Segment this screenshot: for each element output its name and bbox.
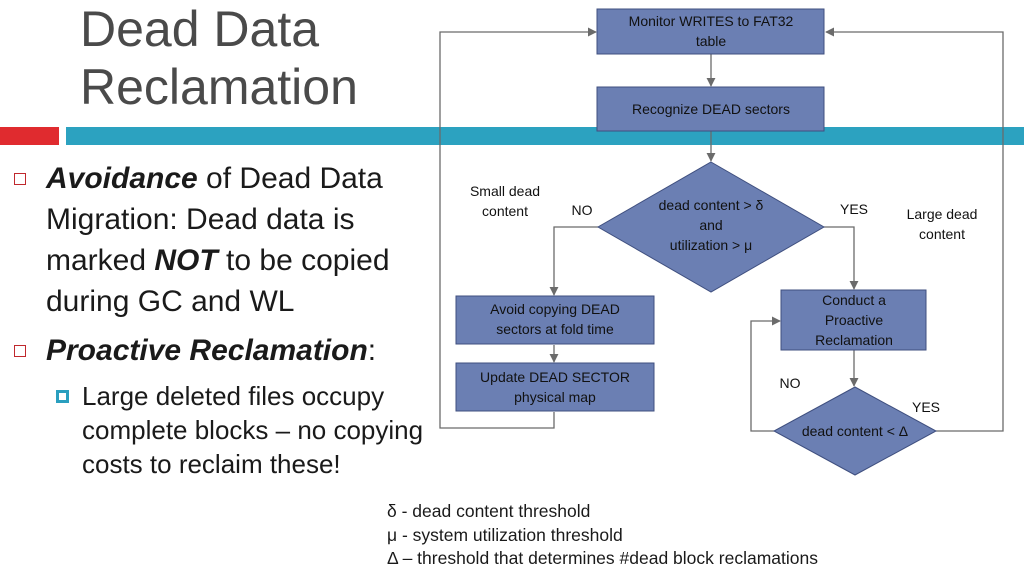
legend-delta-large: Δ – threshold that determines #dead bloc… <box>387 548 818 568</box>
arrow-no-to-avoid <box>549 226 598 296</box>
decision1-text-2: and <box>699 217 722 233</box>
avoid-copying-text-2: sectors at fold time <box>496 321 614 337</box>
square-bullet-icon <box>14 173 26 185</box>
loop-yes-to-monitor <box>825 27 1004 432</box>
monitor-writes-text-2: table <box>696 33 727 49</box>
small-dead-label-1: Small dead <box>470 183 540 199</box>
bullet-proactive-emph: Proactive Reclamation <box>46 334 368 367</box>
small-dead-label-2: content <box>482 203 528 219</box>
large-dead-label-2: content <box>919 226 965 242</box>
update-dead-sector-box <box>455 362 655 412</box>
legend-mu: μ - system utilization threshold <box>387 524 623 545</box>
loop-no-to-conduct <box>750 316 781 432</box>
square-sub-bullet-icon <box>56 390 69 403</box>
loop-update-to-monitor <box>439 27 597 429</box>
square-bullet-icon <box>14 345 26 357</box>
bullet-avoidance-text: of Dead Data Migration: Dead data is mar… <box>46 162 383 277</box>
legend: δ - dead content threshold μ - system ut… <box>387 500 818 571</box>
decision1-text-3: utilization > μ <box>670 237 752 253</box>
title-line-1: Dead Data <box>80 1 320 57</box>
avoid-copying-text-1: Avoid copying DEAD <box>490 301 620 317</box>
bullet-proactive: Proactive Reclamation: <box>14 330 444 371</box>
conduct-reclamation-box <box>780 289 927 351</box>
bullet-proactive-colon: : <box>367 334 377 367</box>
conduct-text-3: Reclamation <box>815 332 893 348</box>
sub-bullet-text: Large deleted files occupy complete bloc… <box>82 381 424 479</box>
no-label-1: NO <box>572 202 593 218</box>
yes-label-2: YES <box>912 399 940 415</box>
decision2-text: dead content < Δ <box>802 423 908 439</box>
conduct-text-1: Conduct a <box>822 292 886 308</box>
bullet-avoidance: Avoidance of Dead Data Migration: Dead d… <box>14 158 444 322</box>
recognize-dead-box <box>596 86 825 132</box>
legend-delta-small: δ - dead content threshold <box>387 501 591 521</box>
yes-label-1: YES <box>840 201 868 217</box>
decision-threshold-diamond <box>772 386 938 476</box>
decision1-text-1: dead content > δ <box>659 197 764 213</box>
title-line-2: Reclamation <box>80 59 358 115</box>
bullet-avoidance-emph: Avoidance <box>46 162 198 195</box>
monitor-writes-box <box>596 8 825 55</box>
update-dead-text-2: physical map <box>514 389 596 405</box>
conduct-text-2: Proactive <box>825 312 884 328</box>
sub-bullet-large-files: Large deleted files occupy complete bloc… <box>56 379 444 481</box>
slide-title: Dead Data Reclamation <box>80 0 440 116</box>
accent-bar-red <box>0 127 59 145</box>
recognize-dead-text: Recognize DEAD sectors <box>632 101 790 117</box>
bullet-avoidance-text-2: to be copied during GC and WL <box>46 244 390 318</box>
bullet-avoidance-not: NOT <box>154 244 218 277</box>
update-dead-text-1: Update DEAD SECTOR <box>480 369 630 385</box>
large-dead-label-1: Large dead <box>907 206 978 222</box>
monitor-writes-text-1: Monitor WRITES to FAT32 <box>629 13 794 29</box>
avoid-copying-box <box>455 295 655 345</box>
bullet-list: Avoidance of Dead Data Migration: Dead d… <box>14 158 444 481</box>
decision-dead-content-diamond <box>596 161 826 293</box>
arrow-yes-to-conduct <box>824 226 859 290</box>
no-label-2: NO <box>780 375 801 391</box>
